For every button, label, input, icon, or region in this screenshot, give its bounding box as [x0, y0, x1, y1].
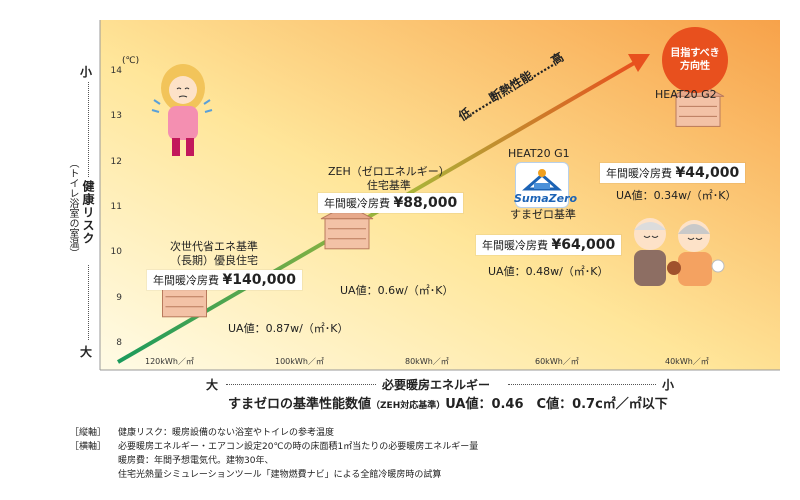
- footnote-text: 住宅光熱量シミュレーションツール「建物燃費ナビ」による全館冷暖房時の試算: [118, 470, 442, 480]
- y-axis-dotted-upper: [88, 82, 89, 177]
- point-3-logo-caption: すまゼロ基準: [510, 208, 576, 221]
- footnote-text: 暖房費：年間予想電気代。建物30年、: [118, 456, 274, 466]
- point-4-cost: 年間暖冷房費 ¥44,000: [600, 163, 746, 183]
- footnote-row: ［横軸］ 必要暖房エネルギー・エアコン設定20℃の時の床面積1㎡当たりの必要暖房エ…: [70, 440, 478, 454]
- y-tick-label: 10: [110, 247, 122, 258]
- point-2-name: ZEH（ゼロエネルギー） 住宅基準: [328, 165, 450, 193]
- point-3-name: HEAT20 G1: [508, 147, 570, 160]
- y-axis-label: 健康リスク: [81, 180, 95, 245]
- footnote-row: 住宅光熱量シミュレーションツール「建物燃費ナビ」による全館冷暖房時の試算: [70, 468, 478, 482]
- y-axis-unit: (℃): [122, 56, 140, 66]
- point-1-cost-prefix: 年間暖冷房費: [153, 274, 219, 287]
- x-axis-dotted-left: [226, 384, 376, 385]
- sumazero-logo-text: SumaZero: [514, 192, 578, 205]
- y-axis-top-marker: 小: [80, 65, 93, 79]
- x-tick-label: 40kWh／㎡: [665, 357, 709, 366]
- sumazero-logo-mark: [522, 169, 562, 191]
- y-axis-dotted-lower: [88, 265, 89, 340]
- point-4-cost-value: ¥44,000: [675, 165, 740, 181]
- point-4-cost-prefix: 年間暖冷房費: [606, 167, 672, 180]
- y-tick-label: 11: [110, 202, 122, 212]
- trend-arrow-head: [628, 54, 650, 72]
- summary-small: （ZEH対応基準）: [371, 401, 446, 411]
- point-3-cost-prefix: 年間暖冷房費: [482, 239, 548, 252]
- point-2-name-line-1: ZEH（ゼロエネルギー）: [328, 165, 450, 178]
- point-1-ua: UA値：0.87w/（㎡･K）: [228, 322, 349, 335]
- summary-line: すまゼロの基準性能数値（ZEH対応基準）UA値：0.46 C値：0.7c㎡／㎡以…: [228, 393, 668, 412]
- x-axis-right-marker: 小: [662, 378, 675, 392]
- x-tick-label: 80kWh／㎡: [405, 357, 449, 366]
- y-tick-label: 8: [116, 338, 122, 348]
- point-1-name: 次世代省エネ基準 （長期）優良住宅: [170, 240, 258, 268]
- point-1-cost: 年間暖冷房費 ¥140,000: [147, 270, 303, 290]
- point-4-ua: UA値：0.34w/（㎡･K）: [616, 189, 737, 202]
- point-2-cost: 年間暖冷房費 ¥88,000: [318, 193, 464, 213]
- elderly-couple-illustration: [634, 218, 725, 286]
- goal-badge-line-1: 目指すべき: [670, 48, 720, 59]
- x-tick-label: 60kWh／㎡: [535, 357, 579, 366]
- point-2-ua: UA値：0.6w/（㎡･K）: [340, 284, 454, 297]
- x-tick-label: 120kWh／㎡: [145, 357, 194, 366]
- y-tick-label: 12: [110, 156, 122, 167]
- point-1-cost-value: ¥140,000: [222, 272, 297, 288]
- goal-badge-line-2: 方向性: [680, 61, 710, 72]
- footnote-row: ［縦軸］ 健康リスク：暖房設備のない浴室やトイレの参考温度: [70, 426, 478, 440]
- y-tick-label: 9: [116, 292, 122, 303]
- point-3-ua: UA値：0.48w/（㎡･K）: [488, 265, 609, 278]
- y-axis-sublabel: （トイレ浴室の室温）: [67, 158, 78, 258]
- footnote-text: 必要暖房エネルギー・エアコン設定20℃の時の床面積1㎡当たりの必要暖房エネルギー…: [118, 442, 479, 452]
- point-3-cost: 年間暖冷房費 ¥64,000: [476, 235, 622, 255]
- house-icon: [671, 81, 725, 127]
- house-icon: [158, 272, 211, 318]
- point-2-cost-value: ¥88,000: [393, 195, 458, 211]
- footnote-tag: ［縦軸］: [70, 428, 107, 438]
- x-axis-label: 必要暖房エネルギー: [382, 378, 491, 392]
- footnote-tag: ［横軸］: [70, 442, 107, 452]
- summary-main: すまゼロの基準性能数値: [228, 397, 372, 412]
- summary-ua: UA値：0.46 C値：0.7c㎡／㎡以下: [445, 397, 668, 412]
- x-axis-left-marker: 大: [206, 378, 219, 392]
- cold-woman-illustration: [151, 64, 213, 156]
- x-axis-dotted-right: [508, 384, 656, 385]
- y-tick-label: 13: [110, 111, 122, 122]
- y-tick-label: 14: [110, 66, 122, 76]
- point-3-cost-value: ¥64,000: [551, 237, 616, 253]
- goal-badge: 目指すべき 方向性: [662, 27, 728, 93]
- x-tick-label: 100kWh／㎡: [275, 357, 324, 366]
- footnotes: ［縦軸］ 健康リスク：暖房設備のない浴室やトイレの参考温度 ［横軸］ 必要暖房エネルギ…: [70, 426, 478, 482]
- point-2-cost-prefix: 年間暖冷房費: [324, 197, 390, 210]
- y-axis-bottom-marker: 大: [80, 345, 93, 359]
- point-4-name: HEAT20 G2: [655, 88, 717, 101]
- point-1-name-line-1: 次世代省エネ基準: [170, 240, 258, 253]
- point-1-name-line-2: （長期）優良住宅: [170, 254, 258, 267]
- sumazero-logo-icon: [515, 162, 569, 208]
- footnote-text: 健康リスク：暖房設備のない浴室やトイレの参考温度: [118, 428, 335, 438]
- footnote-row: 暖房費：年間予想電気代。建物30年、: [70, 454, 478, 468]
- point-2-name-line-2: 住宅基準: [366, 179, 411, 192]
